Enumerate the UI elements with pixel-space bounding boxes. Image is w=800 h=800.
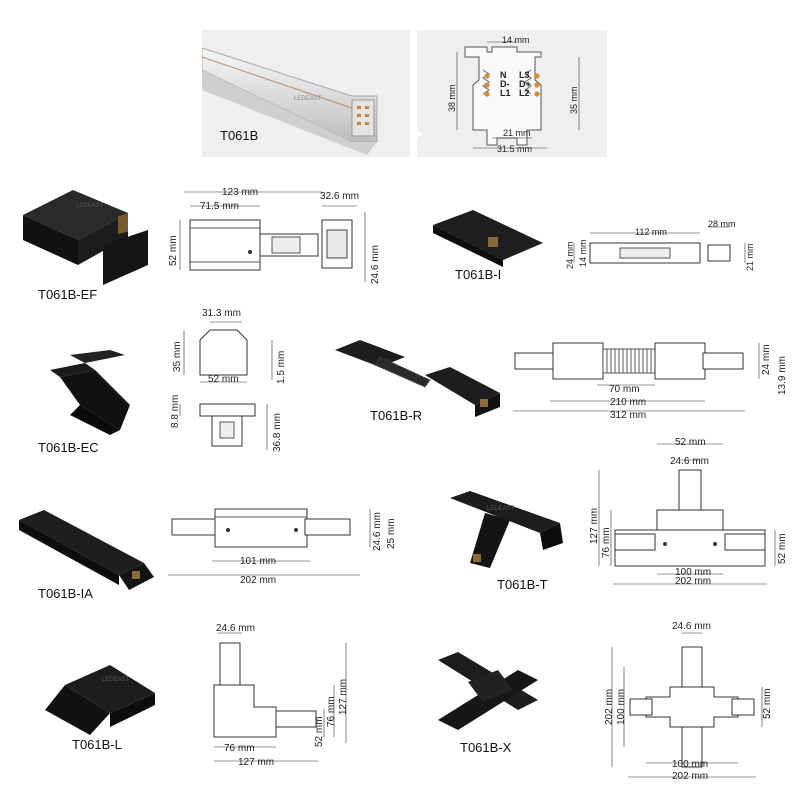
t-drawing: 52 mm 24.6 mm 127 mm 76 mm 100 mm 202 mm… <box>589 437 788 587</box>
l-drawing: 24.6 mm 52 mm 76 mm 127 mm 76 mm 127 mm <box>213 623 349 768</box>
x-dim-body-w: 100 mm <box>672 759 708 770</box>
ec-dim-top-h: 35 mm <box>172 341 183 372</box>
ia-dim-total: 202 mm <box>240 575 276 586</box>
x-dim-top: 24.6 mm <box>672 621 711 632</box>
t-dim-top-w: 52 mm <box>675 437 706 448</box>
ef-photo: LEDEAST <box>23 190 148 285</box>
profile-section: N D- L1 L3 D+ L2 14 mm 38 mm 35 mm 21 mm… <box>417 30 607 157</box>
ef-logo: LEDEAST <box>76 203 104 209</box>
i-dim-h2: 14 mm <box>578 239 588 267</box>
arrow-icon <box>417 130 423 138</box>
terminal-n: N <box>500 70 507 80</box>
x-drawing: 24.6 mm 202 mm 100 mm 52 mm 100 mm 202 m… <box>604 621 773 782</box>
r-label: T061B-R <box>370 408 423 423</box>
terminal-dplus: D+ <box>519 79 531 89</box>
t-logo: LEDEAST <box>487 506 515 512</box>
profile-photo: LEDEAST T061B <box>201 30 410 157</box>
ia-drawing: 101 mm 202 mm 24.6 mm 25 mm <box>168 508 395 586</box>
dim-bottom-inner: 21 mm <box>503 128 531 138</box>
t-label: T061B-T <box>497 577 548 592</box>
x-dim-body-h: 100 mm <box>616 689 627 725</box>
ec-dim-lip: 1.5 mm <box>276 351 287 384</box>
terminal-l2: L2 <box>519 88 530 98</box>
ia-photo <box>19 510 154 590</box>
r-drawing: 70 mm 210 mm 312 mm 24 mm 13.9 mm <box>513 342 788 421</box>
ia-dim-h1: 24.6 mm <box>372 512 383 551</box>
r-dim-h2: 13.9 mm <box>777 356 788 395</box>
l-photo: LEDEAST <box>45 665 155 735</box>
t-photo: LEDEAST <box>450 491 563 568</box>
x-label: T061B-X <box>460 740 512 755</box>
t-dim-h-arm: 76 mm <box>601 527 612 558</box>
l-label: T061B-L <box>72 737 122 752</box>
terminal-l3: L3 <box>519 70 530 80</box>
dim-left-h: 38 mm <box>447 84 457 112</box>
ec-dim-bottom-w: 52 mm <box>208 374 239 385</box>
i-label: T061B-I <box>455 267 502 282</box>
ia-dim-h2: 25 mm <box>386 518 395 549</box>
i-dim-side: 28 mm <box>708 219 736 229</box>
t-dim-right-h: 52 mm <box>777 533 788 564</box>
track-rail-image: LEDEAST <box>201 47 378 155</box>
l-dim-arm-w: 76 mm <box>224 743 255 754</box>
ef-dim-body: 71.5 mm <box>200 201 239 212</box>
l-dim-arm-h: 76 mm <box>326 696 337 727</box>
ec-dim-bot-h: 8.8 mm <box>170 395 181 428</box>
ef-dim-side-h: 24.6 mm <box>370 245 381 284</box>
ec-photo <box>50 350 130 435</box>
ec-dim-top-w: 31.3 mm <box>202 308 241 319</box>
i-drawing: 112 mm 28 mm 24 mm 14 mm 21 mm <box>565 219 755 271</box>
dim-bottom-outer: 31.5 mm <box>497 144 532 154</box>
r-photo <box>335 340 500 417</box>
ef-dim-total: 123 mm <box>222 187 258 198</box>
t-dim-h-total: 127 mm <box>589 508 600 544</box>
terminal-dminus: D- <box>500 79 510 89</box>
dim-top: 14 mm <box>502 35 530 45</box>
dim-right-h: 35 mm <box>569 86 579 114</box>
t-dim-top-inner: 24.6 mm <box>670 456 709 467</box>
t-dim-total: 202 mm <box>675 576 711 587</box>
ef-label: T061B-EF <box>38 287 98 302</box>
r-dim-mid: 210 mm <box>610 397 646 408</box>
ef-drawing: 123 mm 71.5 mm 32.6 mm 52 mm 24.6 mm <box>168 187 381 284</box>
l-dim-total-w: 127 mm <box>238 757 274 768</box>
x-dim-total-w: 202 mm <box>672 771 708 782</box>
terminal-l1: L1 <box>500 88 511 98</box>
l-dim-top: 24.6 mm <box>216 623 255 634</box>
i-dim-h1: 24 mm <box>565 241 575 269</box>
t-dim-body: 100 mm <box>675 567 711 578</box>
r-dim-h1: 24 mm <box>761 344 772 375</box>
l-dim-inner-h: 52 mm <box>314 716 325 747</box>
ec-dim-bot-total: 36.8 mm <box>272 413 283 452</box>
x-dim-total-h: 202 mm <box>604 689 615 725</box>
x-photo <box>438 652 538 730</box>
i-dim-side-h: 21 mm <box>745 243 755 271</box>
x-dim-right-h: 52 mm <box>762 688 773 719</box>
photo-logo: LEDEAST <box>294 96 322 102</box>
l-dim-total-h: 127 mm <box>338 679 349 715</box>
r-dim-total: 312 mm <box>610 410 646 421</box>
r-dim-bellow: 70 mm <box>609 384 640 395</box>
profile-label: T061B <box>220 128 259 143</box>
ia-dim-body: 101 mm <box>240 556 276 567</box>
ec-drawing: 31.3 mm 35 mm 52 mm 1.5 mm 8.8 mm 36.8 m… <box>170 308 287 452</box>
ef-dim-height: 52 mm <box>168 235 179 266</box>
i-photo <box>433 210 543 267</box>
l-logo: LEDEAST <box>102 677 130 683</box>
ia-label: T061B-IA <box>38 586 93 601</box>
ec-label: T061B-EC <box>38 440 99 455</box>
i-dim-length: 112 mm <box>635 227 667 237</box>
profile-drawing: N D- L1 L3 D+ L2 14 mm 38 mm 35 mm 21 mm… <box>417 35 580 154</box>
ef-dim-side: 32.6 mm <box>320 191 359 202</box>
